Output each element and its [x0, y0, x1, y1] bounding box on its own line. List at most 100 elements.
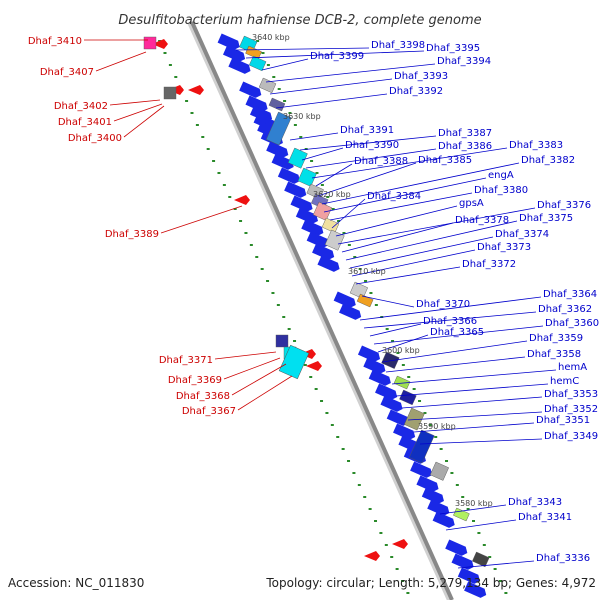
- tick-mark: [363, 496, 367, 498]
- tick-mark: [455, 484, 459, 486]
- forward-gene-arrow: [451, 553, 474, 570]
- leader-line: [385, 356, 526, 373]
- leader-line: [160, 205, 243, 234]
- gene-box: [266, 111, 292, 146]
- forward-gene-arrow: [317, 255, 340, 272]
- tick-mark: [368, 508, 372, 510]
- gene-label-forward: Dhaf_3351: [536, 415, 590, 426]
- gene-box: [381, 351, 400, 369]
- gene-box: [268, 97, 286, 112]
- gene-label-forward: Dhaf_3393: [394, 71, 448, 82]
- scale-label: 3620 kbp: [313, 190, 351, 199]
- gene-label-forward: Dhaf_3384: [367, 191, 421, 202]
- tick-mark: [228, 196, 232, 198]
- tick-mark: [364, 280, 368, 282]
- tick-mark: [461, 496, 465, 498]
- gene-label-reverse: Dhaf_3410: [28, 36, 82, 47]
- gene-label-forward: Dhaf_3387: [438, 128, 492, 139]
- tick-mark: [369, 292, 373, 294]
- gene-label-forward: Dhaf_3341: [518, 512, 572, 523]
- tick-mark: [326, 196, 330, 198]
- gene-label-forward: Dhaf_3360: [545, 318, 599, 329]
- leader-line: [337, 207, 536, 245]
- scale-label: 3610 kbp: [348, 267, 386, 276]
- tick-mark: [385, 328, 389, 330]
- leader-line: [265, 63, 436, 83]
- leader-line: [237, 375, 293, 411]
- leader-line: [401, 396, 543, 409]
- gene-box: [297, 167, 317, 187]
- gene-box: [143, 36, 157, 50]
- accession-text: Accession: NC_011830: [8, 576, 144, 590]
- tick-mark: [266, 64, 270, 66]
- leader-line: [317, 162, 417, 197]
- tick-mark: [260, 268, 264, 270]
- leader-line: [363, 311, 537, 329]
- tick-mark: [504, 592, 508, 594]
- gene-box: [404, 407, 425, 431]
- tick-mark: [401, 580, 405, 582]
- leader-line: [361, 295, 415, 308]
- tick-mark: [347, 244, 351, 246]
- reverse-gene-arrow: [152, 39, 168, 49]
- gene-label-forward: Dhaf_3374: [495, 229, 549, 240]
- forward-gene-arrow: [416, 475, 439, 492]
- gene-box: [409, 429, 435, 464]
- tick-mark: [276, 304, 280, 306]
- forward-gene-arrow: [432, 511, 455, 528]
- tick-mark: [299, 136, 303, 138]
- leader-line: [289, 132, 339, 141]
- tick-mark: [395, 568, 399, 570]
- gene-label-forward: Dhaf_3376: [537, 200, 591, 211]
- tick-mark: [357, 484, 361, 486]
- forward-gene-arrow: [245, 95, 268, 112]
- leader-line: [311, 147, 508, 179]
- forward-gene-arrow: [277, 167, 301, 184]
- tick-mark: [391, 340, 395, 342]
- gene-box: [393, 375, 411, 390]
- tick-mark: [320, 400, 324, 402]
- gene-label-reverse: Dhaf_3402: [54, 101, 108, 112]
- gene-label-reverse: Dhaf_3389: [105, 229, 159, 240]
- gene-label-reverse: Dhaf_3367: [182, 406, 236, 417]
- tick-mark: [288, 112, 292, 114]
- leader-line: [113, 103, 163, 122]
- forward-gene-arrow: [421, 487, 444, 504]
- reverse-gene-arrow: [306, 361, 322, 371]
- leader-line: [413, 422, 535, 433]
- gene-box: [258, 77, 277, 94]
- forward-gene-arrow: [301, 219, 324, 236]
- forward-gene-arrow: [410, 461, 433, 478]
- tick-mark: [320, 184, 324, 186]
- leader-line: [269, 78, 393, 95]
- tick-mark: [168, 64, 172, 66]
- scale-label: 3600 kbp: [382, 346, 420, 355]
- leader-line: [305, 148, 437, 169]
- tick-mark: [347, 460, 351, 462]
- gene-label-forward: Dhaf_3394: [437, 56, 491, 67]
- forward-gene-arrow: [427, 499, 450, 516]
- tick-mark: [309, 376, 313, 378]
- gene-label-forward: Dhaf_3378: [455, 215, 509, 226]
- tick-mark: [401, 364, 405, 366]
- gene-box: [399, 389, 417, 406]
- gene-box: [356, 293, 374, 308]
- gene-label-forward: Dhaf_3392: [389, 86, 443, 97]
- tick-mark: [331, 208, 335, 210]
- gene-label-forward: Dhaf_3373: [477, 242, 531, 253]
- leader-line: [214, 351, 277, 360]
- tick-mark: [195, 124, 199, 126]
- forward-gene-arrow: [271, 153, 294, 170]
- tick-mark: [390, 556, 394, 558]
- gene-box: [275, 334, 289, 348]
- gene-label-forward: Dhaf_3385: [418, 155, 472, 166]
- tick-mark: [466, 508, 470, 510]
- tick-mark: [336, 436, 340, 438]
- gene-label-forward: Dhaf_3380: [474, 185, 528, 196]
- leader-line: [323, 177, 487, 213]
- gene-label-forward: Dhaf_3366: [423, 316, 477, 327]
- reverse-gene-arrow: [234, 195, 250, 205]
